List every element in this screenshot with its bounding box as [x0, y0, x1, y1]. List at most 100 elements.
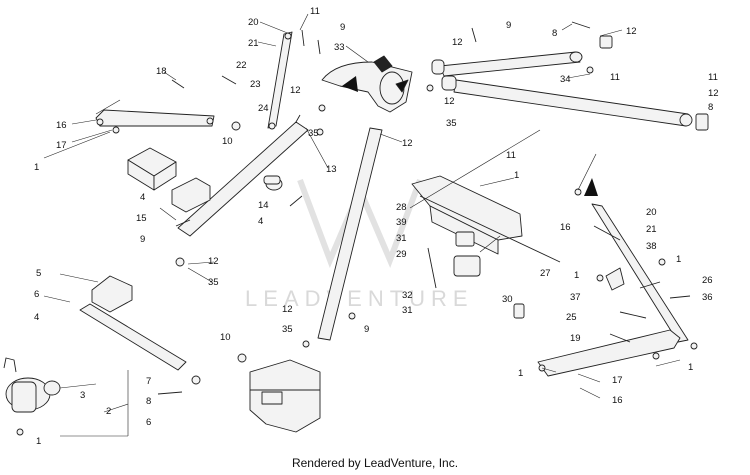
- strap-21-right: [591, 203, 689, 343]
- callout-label: 13: [326, 164, 337, 175]
- callout-label: 12: [444, 96, 455, 107]
- callout-label: 9: [364, 324, 369, 335]
- callout-label: 35: [282, 324, 293, 335]
- callout-label: 5: [36, 268, 41, 279]
- arm-7: [79, 303, 187, 371]
- callout-label: 1: [34, 162, 39, 173]
- callout-label: 12: [452, 37, 463, 48]
- callout-label: 3: [80, 390, 85, 401]
- callout-label: 9: [140, 234, 145, 245]
- callout-label: 35: [446, 118, 457, 129]
- callout-label: 9: [340, 22, 345, 33]
- callout-label: 4: [34, 312, 39, 323]
- callout-label: 12: [708, 88, 719, 99]
- frame-assembly-28: [411, 175, 561, 263]
- callout-label: 20: [646, 207, 657, 218]
- callout-label: 6: [34, 289, 39, 300]
- engine-block: [249, 359, 321, 433]
- callout-label: 10: [220, 332, 231, 343]
- motor-3: [3, 357, 61, 413]
- callout-label: 11: [610, 72, 620, 83]
- callout-label: 31: [402, 305, 413, 316]
- callout-label: 8: [146, 396, 151, 407]
- callout-label: 11: [506, 150, 516, 161]
- callout-label: 1: [676, 254, 681, 265]
- callout-label: 1: [688, 362, 693, 373]
- callout-label: 6: [146, 417, 151, 428]
- callout-label: 16: [612, 395, 623, 406]
- callout-label: 1: [574, 270, 579, 281]
- callout-label: 19: [570, 333, 581, 344]
- callout-label: 7: [146, 376, 151, 387]
- callout-label: 12: [402, 138, 413, 149]
- switch-29: [453, 231, 481, 277]
- clamp-14: [263, 175, 283, 191]
- callout-labels: 20 11 9 21 33 22 23 18 12 24 16 17 10 35…: [34, 6, 719, 447]
- callout-label: 38: [646, 241, 657, 252]
- callout-label: 32: [402, 290, 413, 301]
- callout-label: 11: [708, 72, 718, 83]
- callout-label: 12: [208, 256, 219, 267]
- leader-lines: [43, 13, 681, 437]
- clamp-bracket-12: [599, 35, 709, 131]
- callout-label: 15: [136, 213, 147, 224]
- callout-label: 12: [282, 304, 293, 315]
- arm-17-lower: [537, 329, 681, 377]
- callout-label: 33: [334, 42, 345, 53]
- callout-label: 14: [258, 200, 269, 211]
- arrow-indicator-icon: [584, 178, 598, 196]
- relay-block: [127, 147, 177, 191]
- callout-label: 17: [56, 140, 67, 151]
- callout-label: 28: [396, 202, 407, 213]
- bracket-37: [605, 267, 625, 291]
- callout-label: 34: [560, 74, 571, 85]
- callout-label: 25: [566, 312, 577, 323]
- arrow-indicator-icon: [342, 76, 358, 92]
- callout-label: 17: [612, 375, 623, 386]
- callout-label: 12: [290, 85, 301, 96]
- callout-label: 24: [258, 103, 269, 114]
- callout-label: 9: [506, 20, 511, 31]
- support-bracket-5: [91, 275, 133, 313]
- callout-label: 21: [646, 224, 657, 235]
- callout-label: 10: [222, 136, 233, 147]
- callout-label: 18: [156, 66, 167, 77]
- callout-label: 29: [396, 249, 407, 260]
- callout-label: 21: [248, 38, 259, 49]
- tube-34-upper: [431, 51, 583, 77]
- callout-label: 35: [308, 128, 319, 139]
- callout-label: 27: [540, 268, 551, 279]
- callout-label: 20: [248, 17, 259, 28]
- callout-label: 31: [396, 233, 407, 244]
- callout-label: 35: [208, 277, 219, 288]
- callout-label: 30: [502, 294, 513, 305]
- callout-label: 37: [570, 292, 581, 303]
- callout-label: 39: [396, 217, 407, 228]
- callout-label: 11: [310, 6, 320, 17]
- callout-label: 26: [702, 275, 713, 286]
- callout-label: 22: [236, 60, 247, 71]
- callout-label: 4: [140, 192, 145, 203]
- callout-label: 16: [560, 222, 571, 233]
- callout-label: 1: [518, 368, 523, 379]
- watermark-text: LEADVENTURE: [245, 286, 474, 311]
- bracket-15: [171, 177, 211, 213]
- callout-label: 8: [552, 28, 557, 39]
- callout-label: 2: [106, 406, 111, 417]
- fasteners: [16, 21, 698, 436]
- callout-label: 8: [708, 102, 713, 113]
- callout-label: 12: [626, 26, 637, 37]
- strap-21: [267, 31, 293, 130]
- footer-credit: Rendered by LeadVenture, Inc.: [291, 456, 459, 470]
- callout-label: 4: [258, 216, 263, 227]
- callout-label: 23: [250, 79, 261, 90]
- callout-label: 1: [36, 436, 41, 447]
- callout-label: 1: [514, 170, 519, 181]
- arm-17-upper: [95, 109, 215, 127]
- callout-label: 36: [702, 292, 713, 303]
- steering-head-33: [321, 55, 413, 113]
- tube-34-lower: [441, 75, 693, 127]
- terminal-30: [513, 303, 525, 319]
- tube-13: [177, 114, 309, 237]
